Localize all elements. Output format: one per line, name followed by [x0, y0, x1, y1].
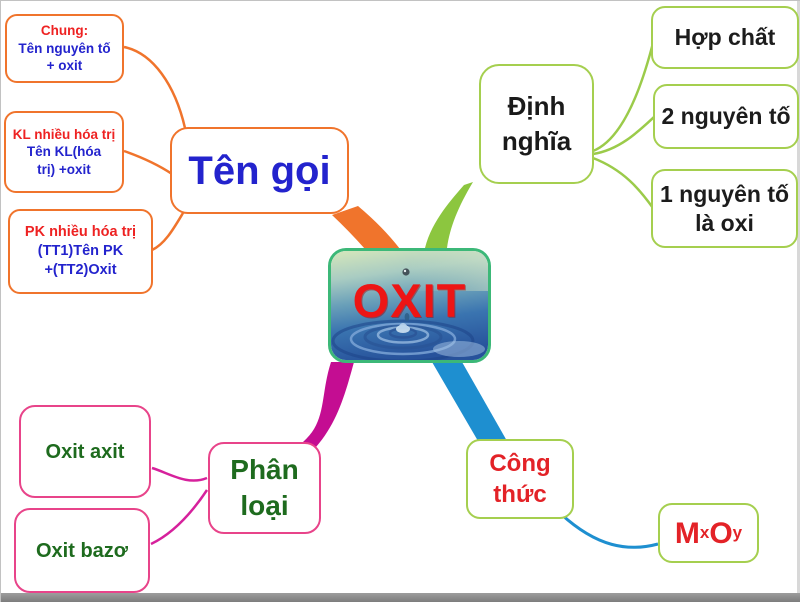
node-pk: PK nhiều hóa trị (TT1)Tên PK +(TT2)Oxit: [8, 209, 153, 294]
node-cong-thuc-line2: thức: [493, 481, 547, 508]
water-drop-image: [331, 251, 488, 360]
branch-ten-goi: [332, 206, 400, 249]
node-2-nguyen-to: 2 nguyên tố: [653, 84, 799, 149]
node-dinh-nghia: Định nghĩa: [479, 64, 594, 184]
node-chung-line2: + oxit: [46, 58, 83, 74]
formula-y-sub: y: [732, 522, 743, 542]
connector-pk: [151, 212, 185, 252]
node-phan-loai-line1: Phân: [230, 453, 299, 485]
node-pk-line2: +(TT2)Oxit: [44, 261, 117, 278]
node-phan-loai-line2: loại: [240, 490, 289, 521]
node-oxit-bazo-label: Oxit bazơ: [35, 539, 128, 562]
node-pk-line1: (TT1)Tên PK: [37, 243, 124, 260]
node-hop-chat: Hợp chất: [651, 6, 799, 69]
frame-right-edge: [797, 1, 800, 602]
node-ten-goi-label: Tên gọi: [188, 148, 331, 193]
node-pk-heading: PK nhiều hóa trị: [24, 224, 137, 241]
node-oxit-center: OXIT: [328, 248, 491, 363]
node-chung-line1: Tên nguyên tố: [18, 40, 111, 56]
node-chung-heading: Chung:: [40, 23, 89, 39]
formula-o: O: [709, 516, 733, 550]
node-1-nguyen-to-line1: 1 nguyên tố: [659, 180, 790, 207]
connector-kl: [123, 149, 173, 176]
node-1-nguyen-to: 1 nguyên tố là oxi: [651, 169, 798, 248]
node-kl: KL nhiều hóa trị Tên KL(hóa trị) +oxit: [4, 111, 124, 193]
node-cong-thuc: Công thức: [466, 439, 574, 519]
node-kl-line2: trị) +oxit: [37, 161, 91, 177]
node-chung: Chung: Tên nguyên tố + oxit: [5, 14, 124, 83]
branch-cong-thuc: [432, 362, 507, 441]
node-oxit-axit-label: Oxit axit: [45, 440, 125, 463]
node-phan-loai: Phân loại: [208, 442, 321, 534]
connector-mxoy: [559, 512, 659, 549]
node-cong-thuc-line1: Công: [489, 449, 551, 477]
frame-bottom-edge: [1, 593, 800, 602]
connector-hop-chat: [592, 38, 656, 153]
node-oxit-axit: Oxit axit: [19, 405, 151, 498]
node-hop-chat-label: Hợp chất: [674, 24, 776, 51]
node-oxit-bazo: Oxit bazơ: [14, 508, 150, 593]
node-dinh-nghia-line1: Định: [507, 90, 566, 121]
connector-oxit-bazo: [150, 489, 209, 546]
formula-x-sub: x: [699, 522, 710, 542]
center-label: OXIT: [352, 274, 467, 327]
connector-chung: [123, 45, 187, 129]
node-kl-line1: Tên KL(hóa: [26, 144, 102, 160]
node-dinh-nghia-line2: nghĩa: [501, 126, 572, 156]
connector-oxit-axit: [151, 466, 208, 482]
connector-2-nguyen-to: [592, 116, 655, 156]
formula-m: M: [674, 516, 700, 550]
branch-dinh-nghia: [425, 182, 473, 248]
node-kl-heading: KL nhiều hóa trị: [12, 126, 116, 142]
node-2-nguyen-to-label: 2 nguyên tố: [661, 103, 791, 130]
connector-1-nguyen-to: [592, 156, 655, 209]
node-ten-goi: Tên gọi: [170, 127, 349, 214]
branch-phan-loai: [303, 362, 354, 447]
node-1-nguyen-to-line2: là oxi: [695, 209, 754, 236]
